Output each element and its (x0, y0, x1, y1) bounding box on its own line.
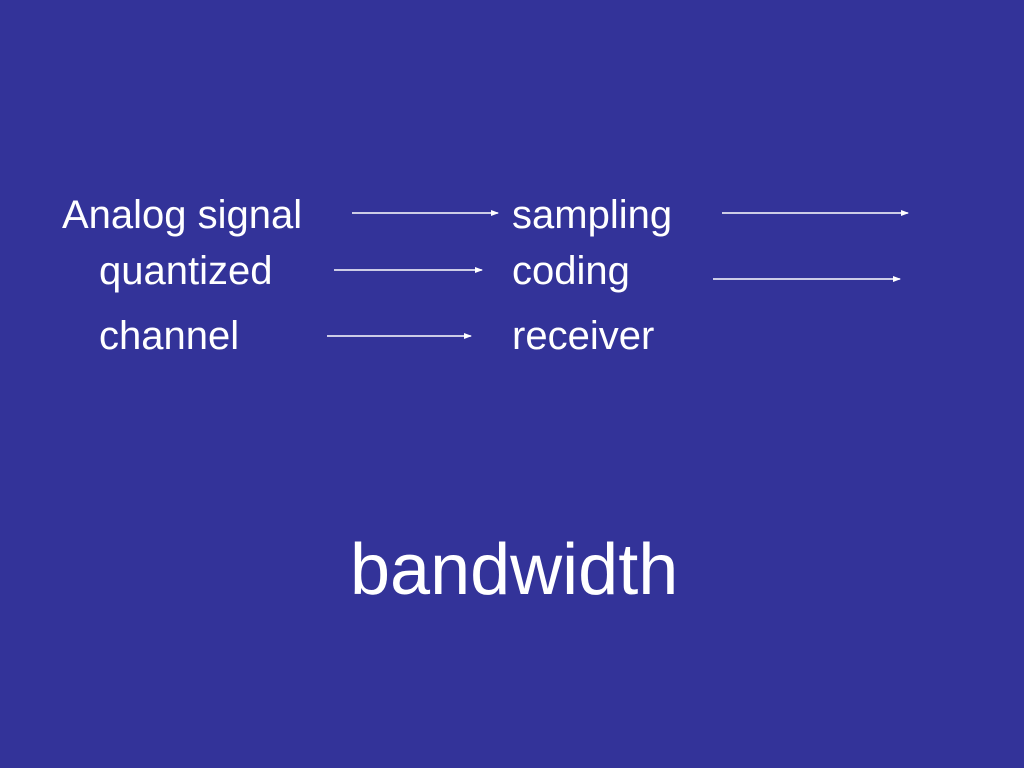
step-channel: channel (99, 314, 240, 358)
step-sampling: sampling (512, 193, 673, 237)
step-analog-signal: Analog signal (62, 193, 303, 237)
bandwidth-label: bandwidth (350, 530, 679, 610)
step-receiver: receiver (512, 314, 655, 358)
step-coding: coding (512, 249, 630, 293)
step-quantized: quantized (99, 249, 273, 293)
